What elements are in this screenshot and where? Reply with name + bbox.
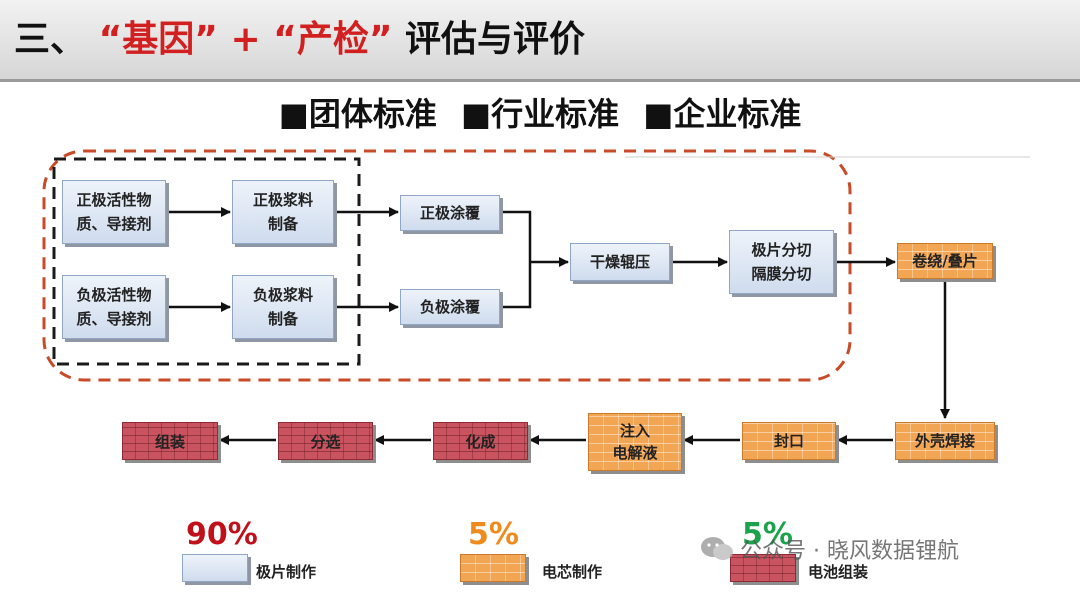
node-shell-welding: 外壳焊接 [895, 422, 995, 460]
legend-label-pack: 电池组装 [808, 563, 869, 581]
node-electrolyte-injection: 注入 电解液 [588, 413, 682, 471]
standard-industry: ■行业标准 [460, 95, 620, 133]
wechat-icon [700, 535, 734, 569]
node-negative-coating: 负极涂覆 [400, 289, 500, 325]
legend-swatch-cell [460, 554, 526, 582]
node-drying-rolling: 干燥辊压 [570, 243, 670, 281]
legend-pct-cell: 5% [468, 517, 519, 552]
title-quote-gene: “基因” [98, 19, 218, 60]
page-title: 三、 “基因” + “产检” 评估与评价 [14, 18, 585, 62]
title-plus: + [230, 19, 261, 60]
legend-label-cell: 电芯制作 [542, 563, 603, 581]
watermark-text: 公众号 · 晓风数据锂航 [740, 539, 959, 564]
node-sealing: 封口 [742, 422, 836, 460]
node-negative-material: 负极活性物 质、导接剂 [62, 275, 166, 339]
connector-coatings-merge [502, 210, 532, 309]
node-positive-slurry: 正极浆料 制备 [232, 180, 334, 244]
watermark: 公众号 · 晓风数据锂航 [700, 533, 959, 569]
legend-swatch-electrode [182, 554, 248, 582]
standards-line: ■团体标准 ■行业标准 ■企业标准 [0, 92, 1080, 136]
node-winding-stacking: 卷绕/叠片 [897, 243, 993, 279]
legend-swatch-pack [730, 554, 796, 582]
standard-enterprise: ■企业标准 [643, 95, 802, 133]
node-positive-coating: 正极涂覆 [400, 195, 500, 231]
legend-pct-pack: 5% [742, 517, 793, 552]
legend-pct-electrode: 90% [186, 517, 258, 552]
electrode-stage-outline [42, 149, 852, 382]
node-cutting: 极片分切 隔膜分切 [729, 230, 834, 294]
standard-group: ■团体标准 [278, 95, 437, 133]
title-suffix: 评估与评价 [405, 19, 586, 60]
node-formation: 化成 [433, 422, 528, 460]
title-quote-inspection: “产检” [273, 19, 393, 60]
legend-label-electrode: 极片制作 [256, 563, 317, 581]
node-sorting: 分选 [278, 422, 373, 460]
title-prefix: 三、 [14, 19, 87, 60]
title-bar: 三、 “基因” + “产检” 评估与评价 [0, 0, 1080, 82]
node-negative-slurry: 负极浆料 制备 [232, 275, 334, 339]
slurry-stage-outline [52, 157, 361, 366]
node-assembly: 组装 [122, 422, 218, 460]
node-positive-material: 正极活性物 质、导接剂 [62, 180, 166, 244]
